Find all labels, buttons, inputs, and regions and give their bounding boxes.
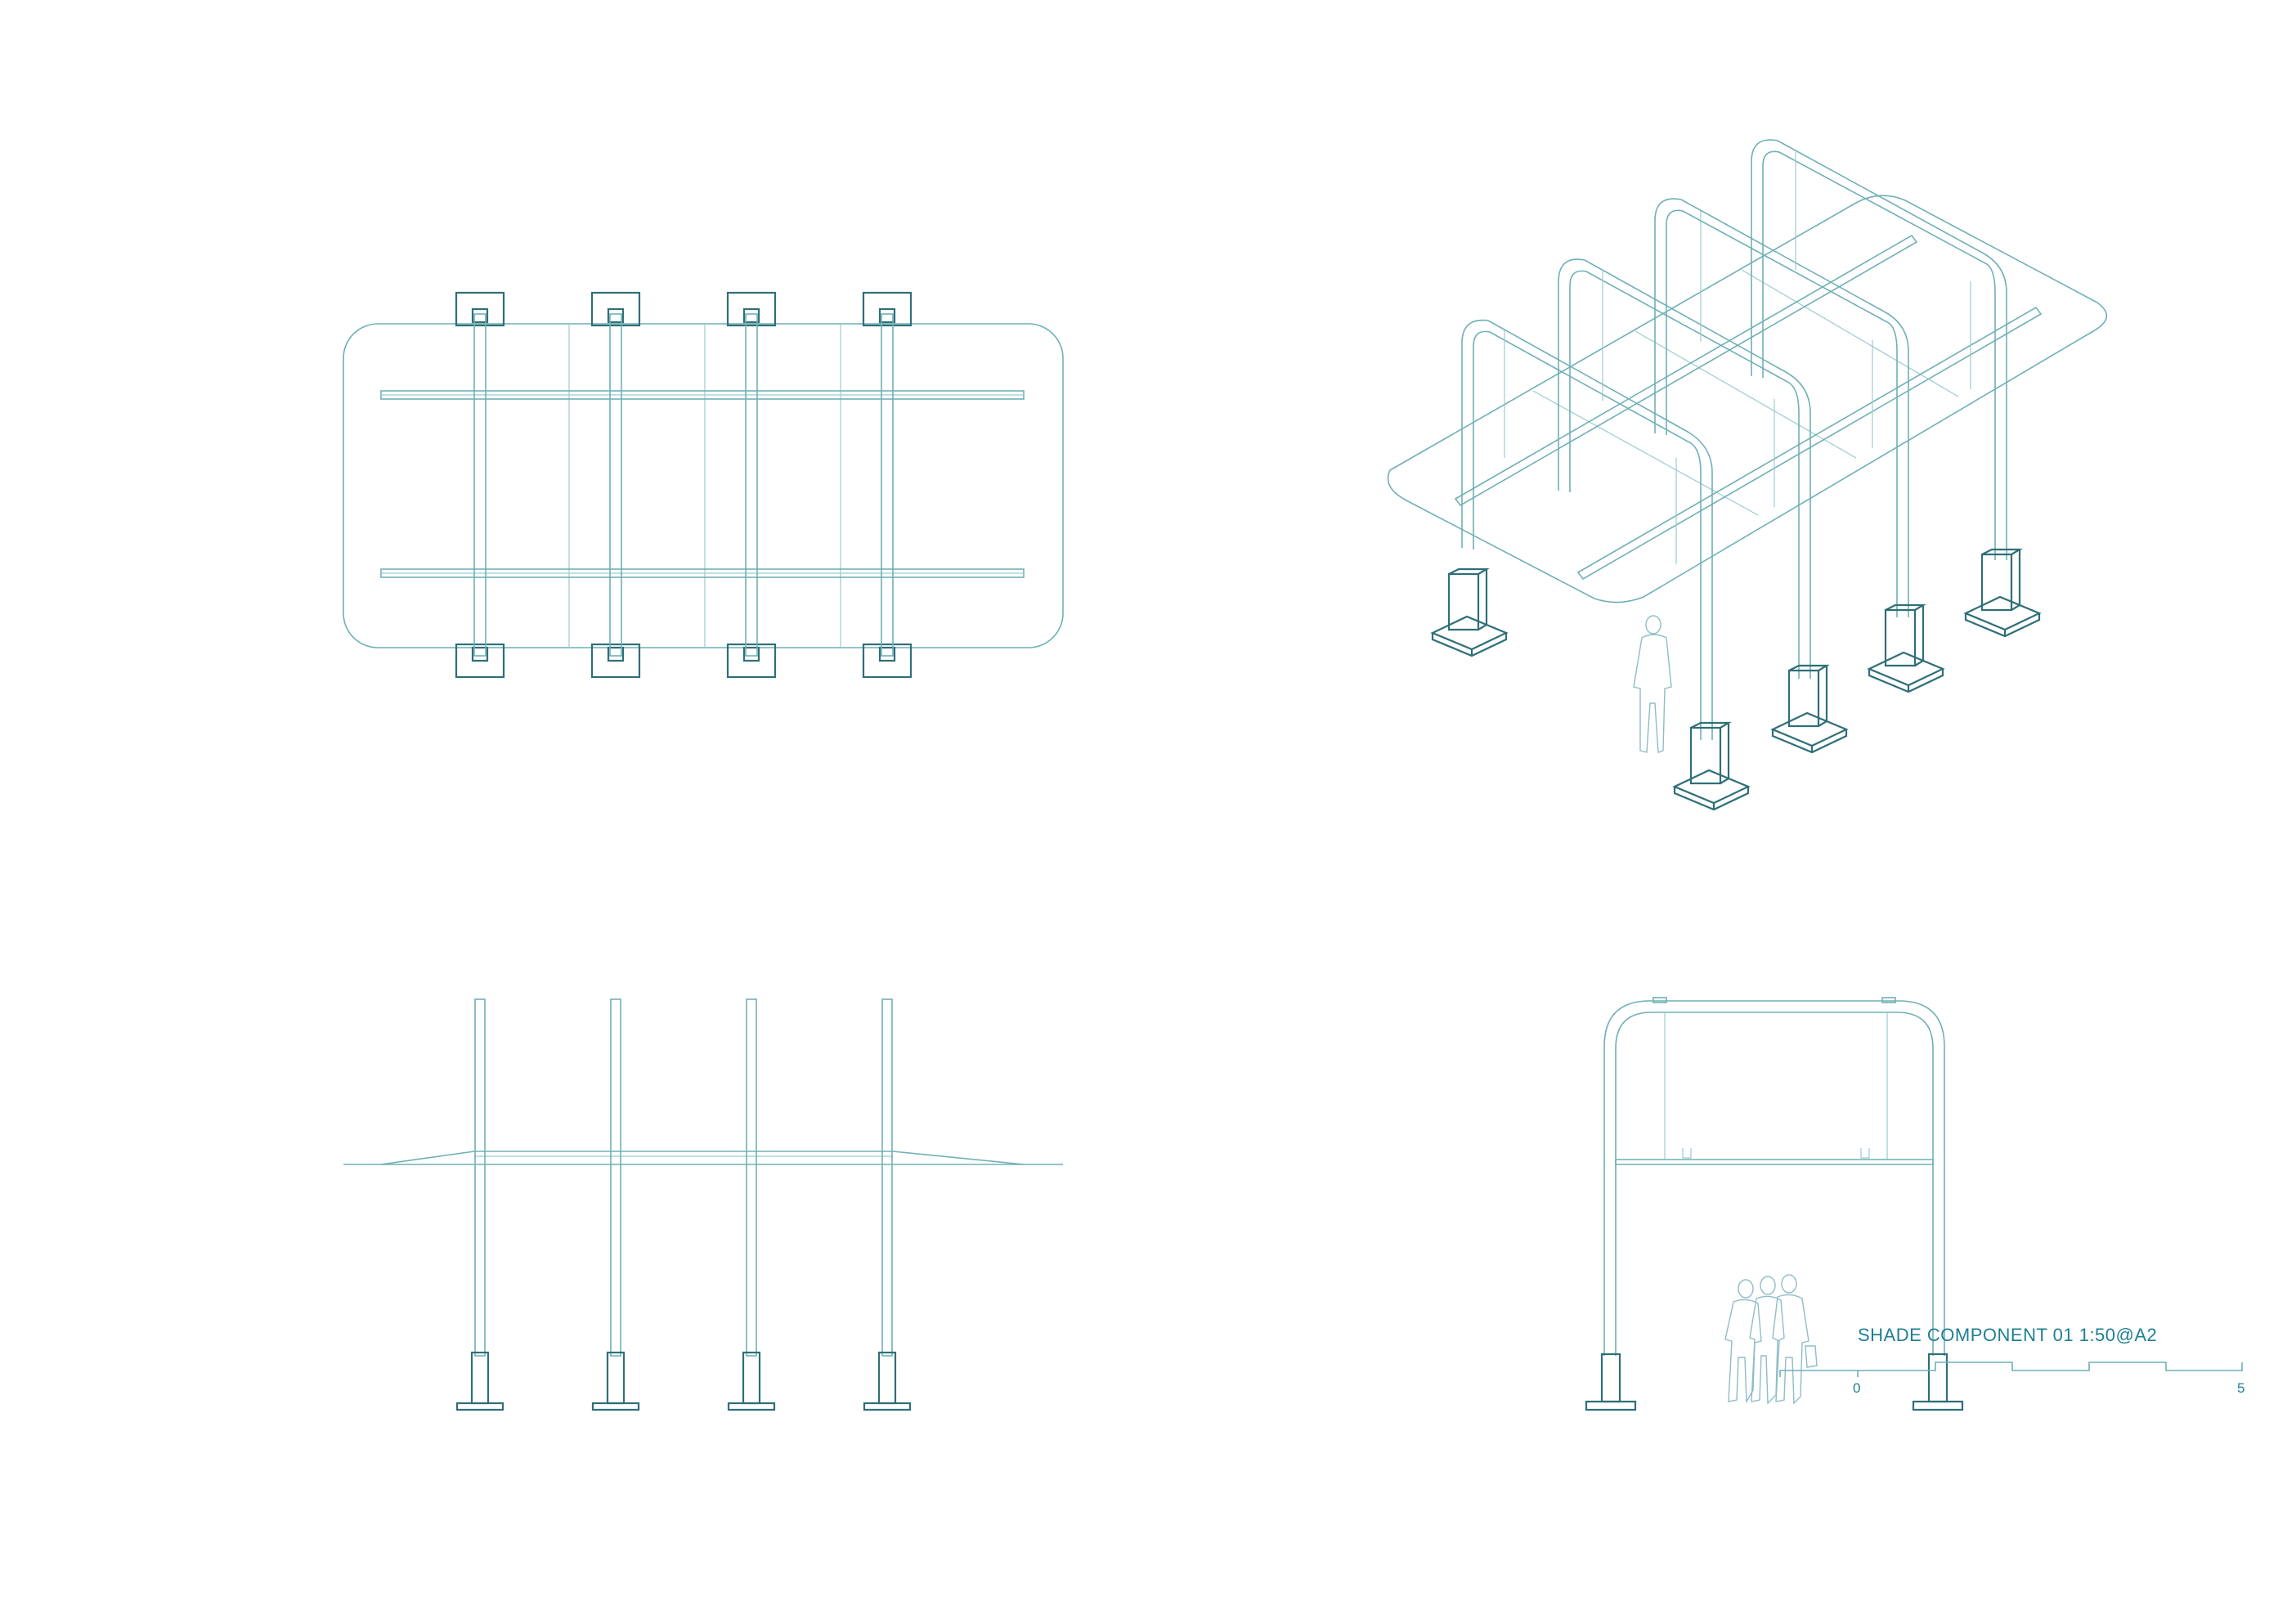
- side-elevation: [343, 998, 1063, 1411]
- axo-footing-2: [1672, 721, 1751, 811]
- axo-arch-1: [1461, 319, 1713, 740]
- plan-view: [343, 291, 1064, 679]
- axo-beam-right: [1576, 306, 2043, 581]
- elev-post-3: [727, 998, 776, 1411]
- plan-arch-2: [590, 291, 641, 679]
- drawing-title: SHADE COMPONENT 01 1:50@A2: [1858, 1325, 2158, 1345]
- axo-arch-3: [1654, 198, 1909, 617]
- plan-arch-4: [862, 291, 913, 679]
- axo-footing-1: [1430, 568, 1509, 657]
- axo-beam-left: [1454, 234, 1918, 507]
- front-canopy-slab: [1615, 1159, 1934, 1165]
- elev-post-2: [591, 998, 640, 1411]
- elev-post-1: [455, 998, 504, 1411]
- front-arch-inner: [1615, 1012, 1934, 1356]
- axonometric-view: [1387, 139, 2108, 811]
- elev-post-4: [863, 998, 912, 1411]
- scale-start-label: 0: [1853, 1380, 1861, 1396]
- scale-end-label: 5: [2237, 1380, 2245, 1396]
- front-footing-left: [1585, 1353, 1637, 1411]
- axo-human-figure: [1633, 615, 1672, 753]
- axo-footing-4: [1867, 603, 1945, 693]
- plan-arch-1: [455, 291, 505, 679]
- plan-beam-top: [380, 390, 1025, 400]
- front-people-group: [1724, 1274, 1818, 1405]
- axo-footing-5: [1963, 548, 2042, 638]
- scale-bar: [1779, 1362, 2243, 1377]
- axo-canopy: [1387, 195, 2108, 603]
- plan-arch-3: [726, 291, 777, 679]
- elev-canopy-profile: [380, 1151, 1025, 1165]
- plan-beam-bottom: [380, 568, 1025, 578]
- axo-arch-4: [1751, 139, 2007, 560]
- front-footing-right: [1912, 1353, 1964, 1411]
- axo-arch-2: [1558, 258, 1811, 679]
- front-arch-outer: [1603, 1000, 1945, 1356]
- axo-footing-3: [1770, 664, 1849, 754]
- front-elevation: [1585, 997, 1964, 1411]
- plan-canopy-outline: [343, 323, 1064, 648]
